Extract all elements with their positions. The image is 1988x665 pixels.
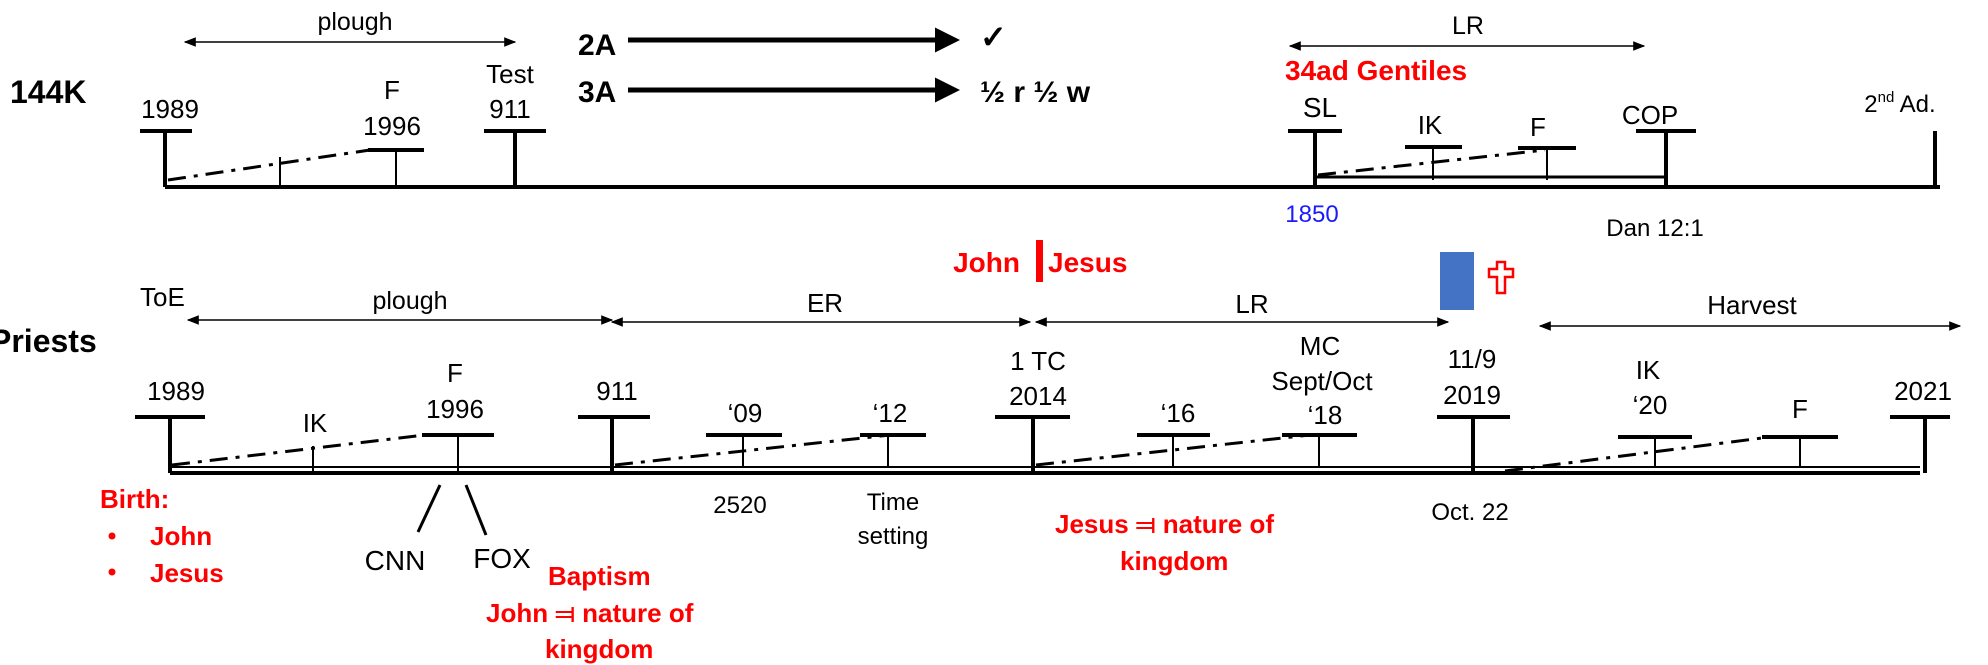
year-911-bottom: 911 [596,376,637,406]
birth-john: John [150,521,212,551]
year-2021: 2021 [1894,376,1952,406]
er-label: ER [807,288,843,318]
f-label-top2: F [1530,112,1546,142]
year-2014: 2014 [1009,381,1067,411]
john-jesus-divider [1036,240,1043,282]
y12-label: ‘12 [873,398,908,428]
dashdot-sl-f [1317,148,1546,177]
tc-label: 1 TC [1010,346,1066,376]
jesus-nature-label: Jesus ⫤ nature of [1055,509,1274,539]
mc-label: MC [1300,331,1340,361]
f-label-bottom: F [447,358,463,388]
plough-label-bottom: plough [372,287,447,315]
year-1850: 1850 [1285,201,1338,228]
harvest-label: Harvest [1707,290,1797,320]
gentiles-label: 34ad Gentiles [1285,55,1467,86]
second-advent-label: 2nd Ad. [1864,89,1935,118]
cop-label: COP [1622,100,1678,130]
second-advent-number: 2 [1864,91,1877,118]
year-2019: 2019 [1443,380,1501,410]
check-mark: ✓ [980,19,1007,55]
y16-label: ‘16 [1161,398,1196,428]
cnn-label: CNN [365,545,426,576]
birth-label: Birth: [100,484,169,514]
dashdot-911-12 [614,433,891,467]
ik-label-top: IK [1418,110,1443,140]
year-911-top: 911 [489,94,530,124]
arrow-3a-label: 3A [578,76,616,109]
half-red-half-white: ½ r ½ w [980,76,1091,109]
kingdom-label: kingdom [545,634,653,664]
john-label: John [953,247,1020,278]
row-label-144k: 144K [10,74,87,110]
birth-jesus: Jesus [150,558,224,588]
dan-label: Dan 12:1 [1606,215,1703,242]
year-1996-top: 1996 [363,111,421,141]
setting-label: setting [858,523,929,550]
test-label: Test [486,59,534,89]
kingdom-label-2: kingdom [1120,546,1228,576]
y09-label: ‘09 [728,398,763,428]
dashdot-2019-f [1504,435,1771,473]
date-11-9: 11/9 [1448,344,1497,374]
year-1989-bottom: 1989 [147,376,205,406]
year-1989-top: 1989 [141,94,199,124]
cnn-connector [416,484,442,533]
lr-label: LR [1452,12,1484,40]
plough-label: plough [317,8,392,36]
john-nature-label: John ⫤ nature of [486,598,694,628]
cross-icon [1487,260,1515,295]
jesus-label: Jesus [1048,247,1127,278]
dashdot-1989-1996-bottom [171,433,426,467]
time-label: Time [867,489,919,516]
bullet-jesus [108,568,116,576]
second-advent-suffix: nd [1878,89,1895,106]
sl-label: SL [1303,92,1337,123]
y18-label: ‘18 [1308,400,1343,430]
ik-label-bottom2: IK [1636,355,1661,385]
dashdot-2014-18 [1035,433,1311,467]
blue-marker-box [1440,252,1474,310]
y20-label: ‘20 [1633,390,1668,420]
fox-label: FOX [473,543,531,574]
arrow-2a-label: 2A [578,29,616,62]
bullet-john [108,532,116,540]
second-advent-word: Ad. [1894,91,1935,118]
fox-connector [464,484,488,536]
year-1996-bottom: 1996 [426,394,484,424]
ik-label-bottom: IK [303,408,328,438]
f-label-top: F [384,75,400,105]
label-2520: 2520 [713,492,766,519]
sept-oct-label: Sept/Oct [1271,366,1373,396]
baptism-label: Baptism [548,561,651,591]
toe-label: ToE [140,282,185,312]
dashdot-1989-1996 [167,148,371,182]
oct-22-label: Oct. 22 [1431,499,1508,526]
f-label-bottom2: F [1792,394,1808,424]
lr-label-bottom: LR [1235,289,1268,319]
row-label-priests: Priests [0,323,97,359]
